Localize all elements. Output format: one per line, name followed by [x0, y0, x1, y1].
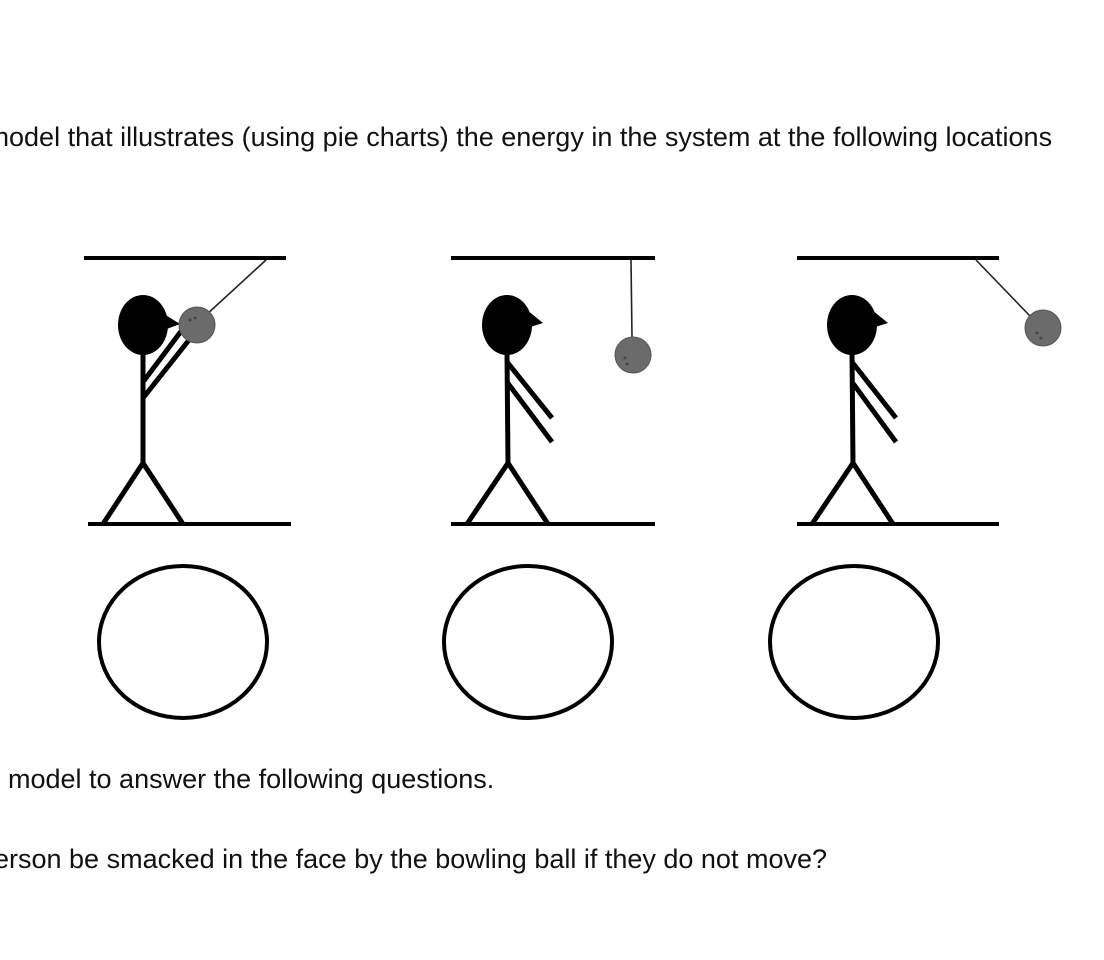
panel-2-body: [504, 351, 511, 466]
panel-3-leg-left: [809, 461, 856, 526]
panel-1-ball-hole: [188, 318, 192, 322]
panel-2-head: [482, 295, 532, 355]
panel-3-arm-upper: [850, 360, 898, 420]
instruction-line-2: model to answer the following questions.: [8, 764, 495, 794]
panel-3-rope: [975, 259, 1031, 317]
panel-2-pie-chart: [442, 564, 614, 720]
panel-1-arm-lower: [141, 338, 191, 400]
panel-1-leg-left: [100, 461, 146, 526]
panel-3-body: [849, 351, 856, 466]
panel-2-leg-left: [464, 461, 511, 526]
panel-1-nose: [164, 314, 180, 330]
panel-3-ball-hole: [1039, 336, 1043, 340]
panel-2-nose: [527, 310, 543, 328]
panel-1-head: [118, 295, 168, 355]
panel-3-head: [827, 295, 877, 355]
panel-2-rope: [630, 259, 633, 338]
panel-2-ball-bottom: [442, 256, 655, 720]
panel-1-ball-hole: [193, 316, 197, 320]
panel-2-stick-person: [464, 295, 554, 526]
panel-3-ball-top: [768, 256, 1062, 720]
panel-3-pie-chart: [768, 564, 940, 720]
panel-2-ball-hole: [623, 356, 627, 360]
panel-1-pie-chart: [97, 564, 269, 720]
panel-1-arm-upper: [141, 328, 184, 384]
instruction-line-1: nodel that illustrates (using pie charts…: [0, 122, 1053, 152]
panel-3-leg-right: [850, 461, 896, 526]
panel-1-ball-at-face: [84, 256, 291, 720]
panel-3-nose: [872, 310, 888, 328]
panel-3-arm-lower: [849, 380, 899, 444]
panel-2-bowling-ball: [614, 336, 652, 374]
panel-1-bowling-ball: [178, 306, 216, 344]
panel-1-leg-right: [140, 461, 186, 526]
panel-2-arm-upper: [505, 360, 554, 420]
question-line: erson be smacked in the face by the bowl…: [0, 844, 827, 874]
panel-3-bowling-ball: [1024, 309, 1062, 347]
panel-3-ball-hole: [1035, 331, 1039, 335]
panel-2-arm-lower: [505, 380, 554, 444]
panel-3-stick-person: [809, 295, 899, 526]
panel-2-ball-hole: [625, 362, 629, 366]
panel-2-leg-right: [505, 461, 551, 526]
panel-1-rope: [204, 259, 267, 317]
panel-1-stick-person: [100, 295, 191, 526]
